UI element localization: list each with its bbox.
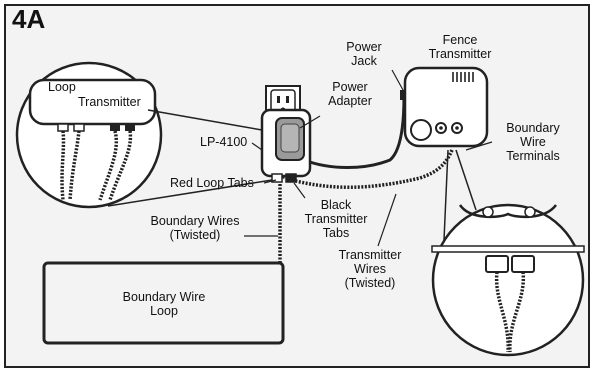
transmitter-wires-twisted [291,149,454,189]
red-loop-tabs [271,173,283,183]
boundary-wire-terminals-label: Boundary Wire Terminals [492,121,574,163]
boundary-wires-twisted-line-2: (Twisted) [169,228,221,242]
right-detail-callout [431,203,585,357]
black-transmitter-tabs-line-3: Tabs [322,226,350,240]
black-transmitter-tabs [285,173,297,183]
red-loop-tabs-label: Red Loop Tabs [170,176,254,190]
boundary-wires-twisted-line-1: Boundary Wires [150,214,240,228]
fence-transmitter-label: Fence Transmitter [415,33,505,61]
boundary-wire-loop-line-1: Boundary Wire [122,290,206,304]
figure-tag: 4A [12,4,46,34]
power-jack-label: Power Jack [340,40,388,68]
boundary-wire-terminals-line-2: Wire [520,135,546,149]
boundary-wire-terminals-line-3: Terminals [506,149,560,163]
boundary-wire-loop-line-2: Loop [150,304,178,318]
boundary-wires-twisted-label: Boundary Wires (Twisted) [140,214,250,242]
power-jack-label-line-1: Power [346,40,382,54]
black-transmitter-tabs-line-2: Transmitter [304,212,368,226]
transmitter-wires-twisted-line-1: Transmitter [338,248,402,262]
transmitter-wires-twisted-line-3: (Twisted) [344,276,396,290]
vent-grille [452,72,474,82]
fence-transmitter-label-line-2: Transmitter [428,47,492,61]
power-cord [303,95,406,169]
transmitter-dial [410,119,432,141]
lp-4100-label: LP-4100 [200,135,248,149]
power-adapter-label: Power Adapter [318,80,382,108]
black-transmitter-tabs-label: Black Transmitter Tabs [296,198,376,240]
boundary-wire-loop-shape [42,261,285,345]
boundary-wire-terminals-line-1: Boundary [506,121,560,135]
boundary-wires-twisted [278,174,287,263]
loop-label: Loop [48,80,76,94]
power-jack-port [400,90,406,100]
transmitter-wires-twisted-label: Transmitter Wires (Twisted) [330,248,410,290]
transmitter-wires-twisted-line-2: Wires [354,262,386,276]
fence-transmitter-label-line-1: Fence [442,33,478,47]
black-transmitter-tabs-line-1: Black [320,198,352,212]
boundary-wire-loop-label: Boundary Wire Loop [104,290,224,318]
power-adapter-label-line-2: Adapter [328,94,372,108]
transmitter-label: Transmitter [78,95,141,109]
left-detail-callout [15,61,163,209]
power-jack-label-line-2: Jack [351,54,377,68]
power-adapter-label-line-1: Power [332,80,368,94]
